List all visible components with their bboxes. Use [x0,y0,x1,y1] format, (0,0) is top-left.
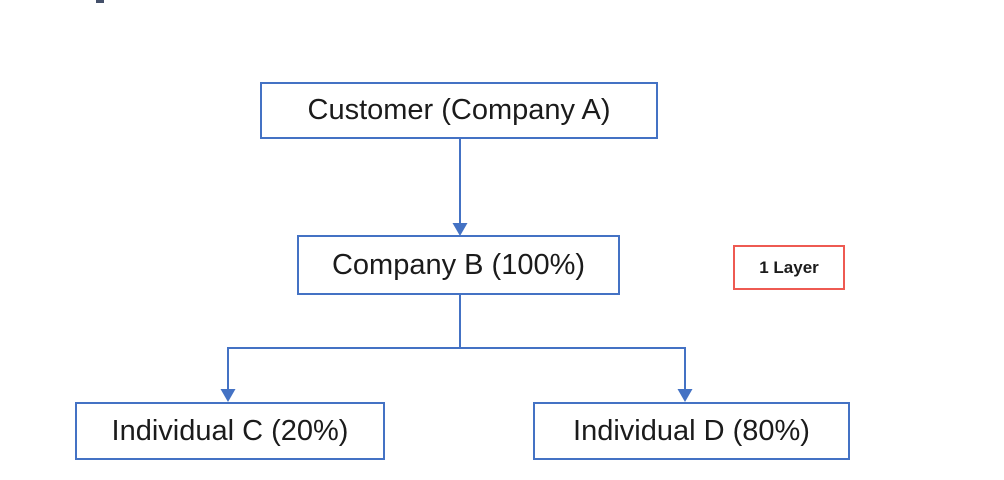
arrowhead-individuald [677,389,693,402]
node-customer-label: Customer (Company A) [307,94,611,126]
node-individual-c-label: Individual C (20%) [111,414,349,447]
arrowhead-individualc [220,389,236,402]
node-individual-c: Individual C (20%) [75,402,385,460]
cropped-text-artifact [96,0,104,3]
layer-annotation-label: 1 Layer [759,257,819,277]
layer-annotation-box: 1 Layer [733,245,845,290]
node-customer: Customer (Company A) [260,82,658,139]
node-individual-d: Individual D (80%) [533,402,850,460]
node-company-b-label: Company B (100%) [331,248,586,281]
node-individual-d-label: Individual D (80%) [573,414,810,447]
node-company-b: Company B (100%) [297,235,620,295]
